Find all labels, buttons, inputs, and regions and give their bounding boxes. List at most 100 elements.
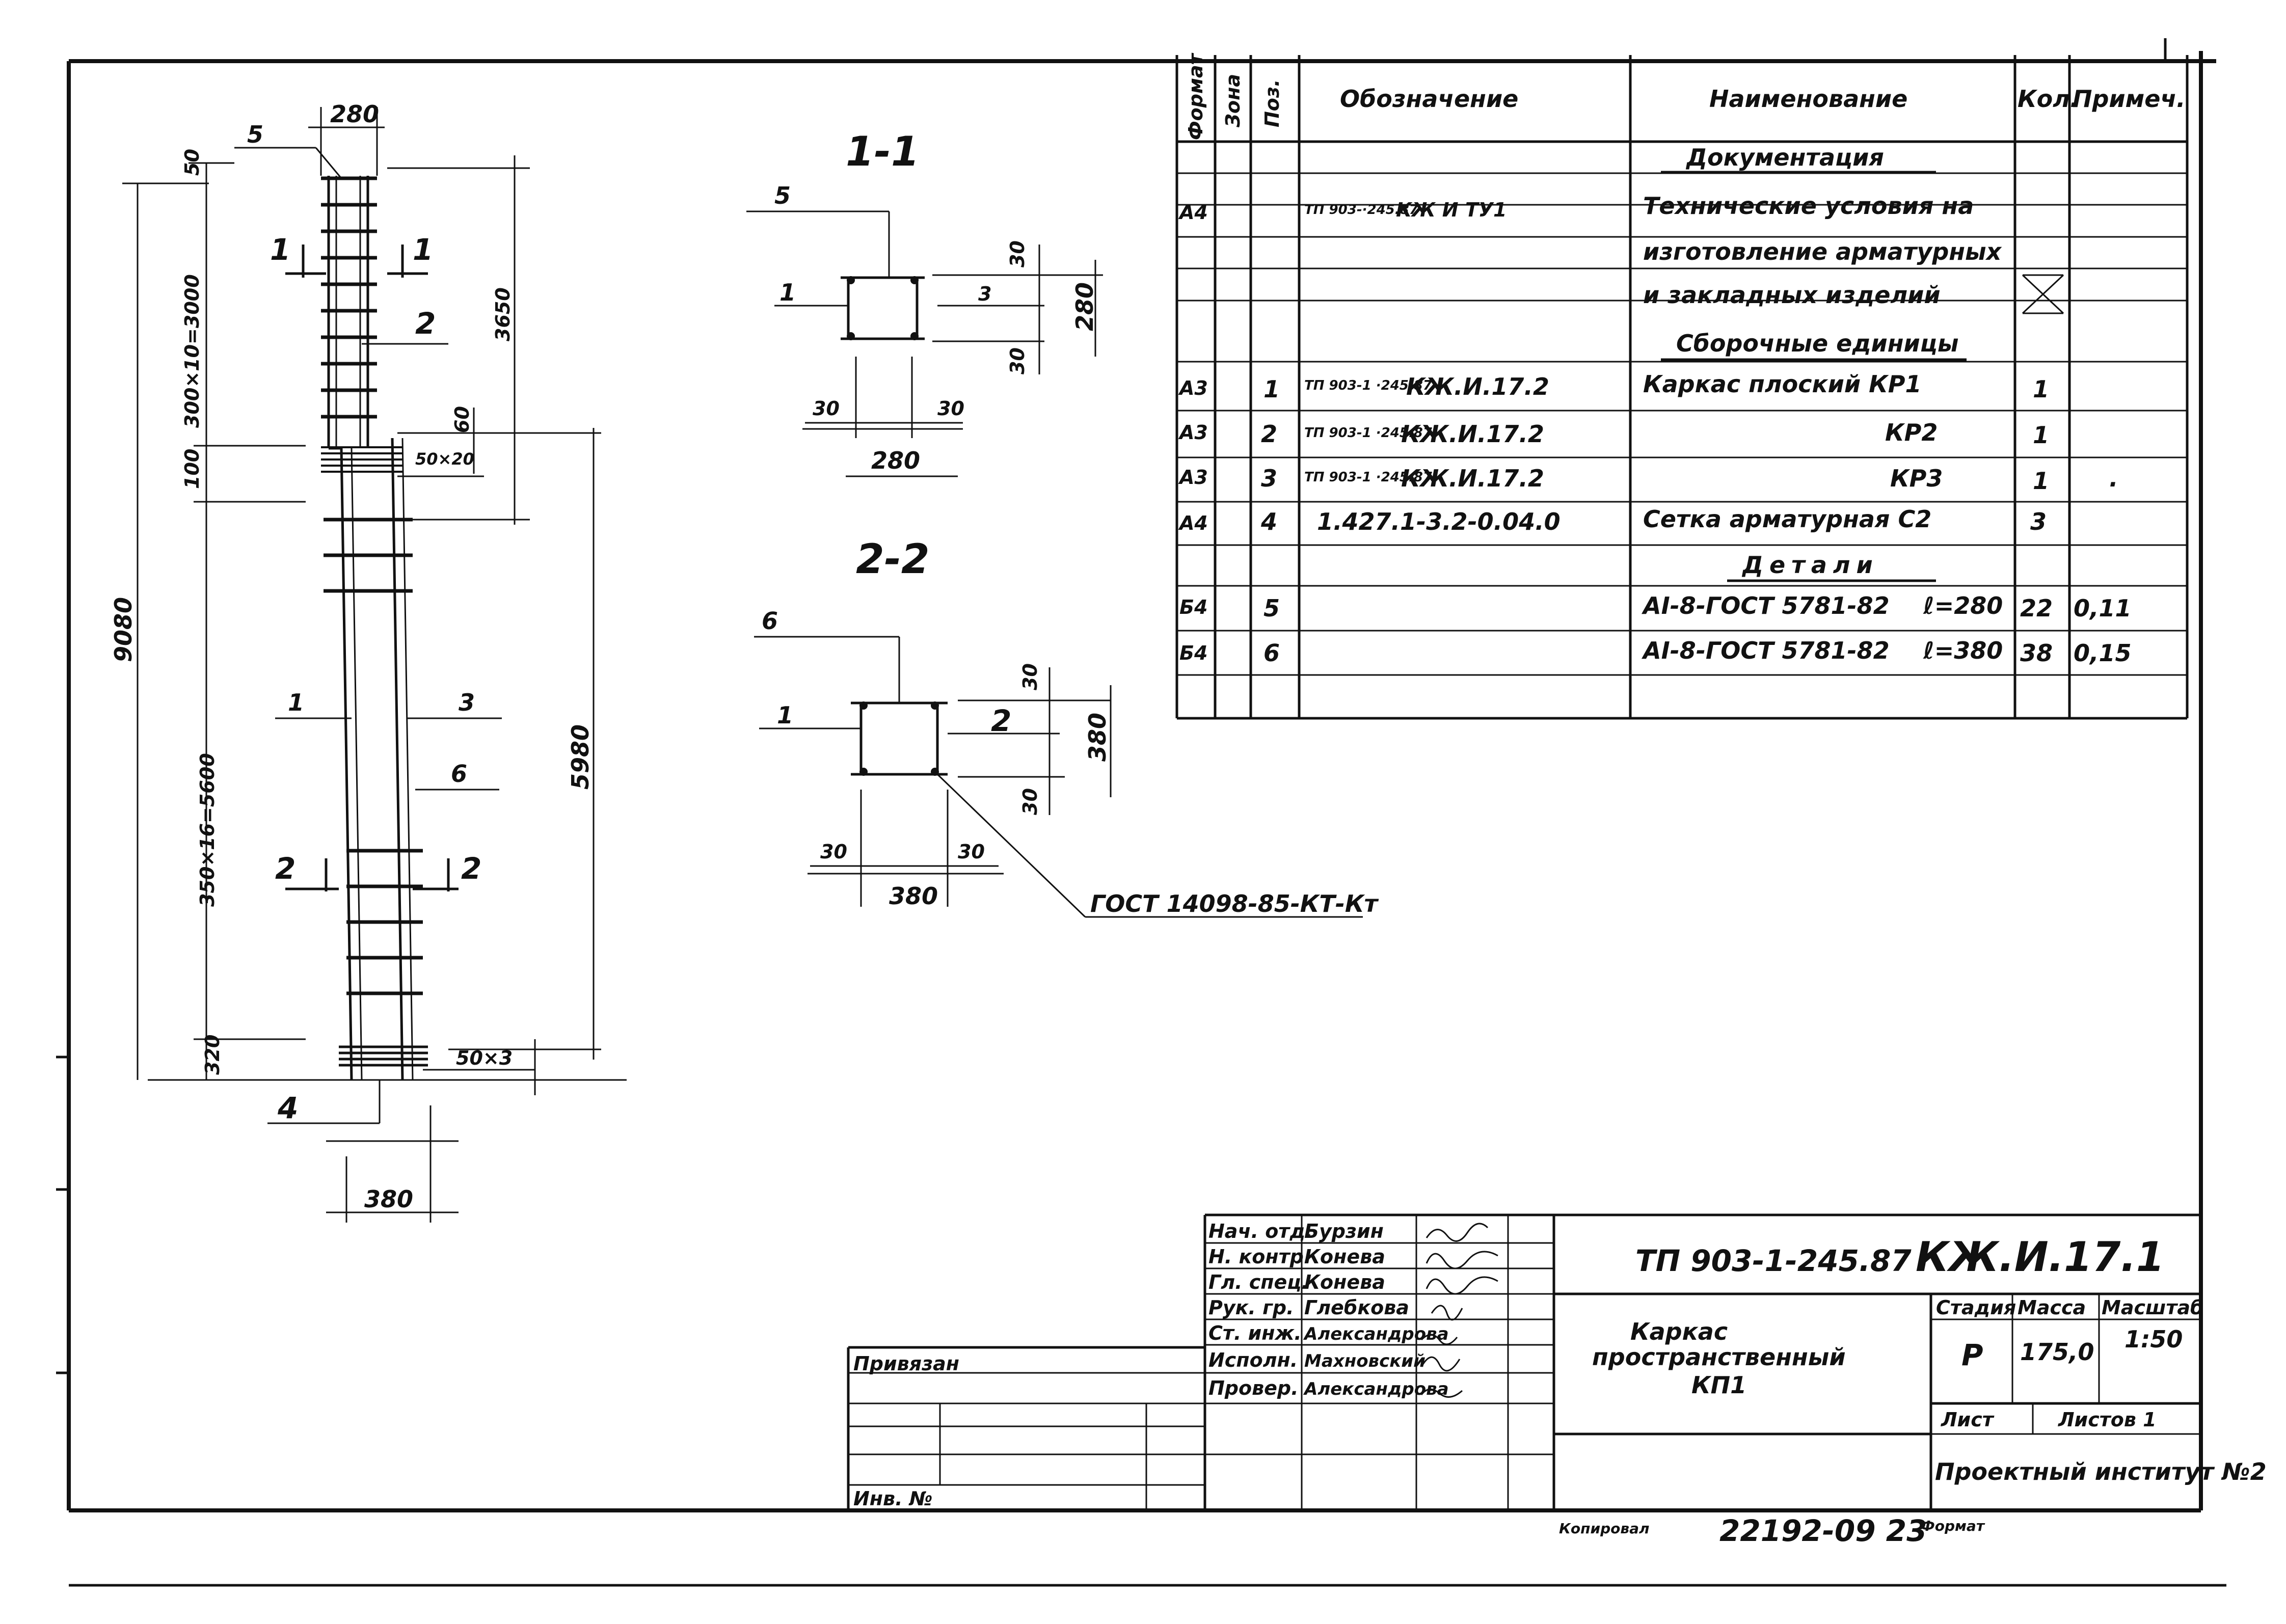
s11-mark-5: 5 xyxy=(774,182,791,209)
header-qty: Кол. xyxy=(2018,85,2079,113)
tb-mass: 175,0 xyxy=(2020,1338,2094,1366)
row-name: Сетка арматурная С2 xyxy=(1643,505,1931,533)
tb-person: Александрова xyxy=(1303,1379,1449,1399)
row-qty: 1 xyxy=(2033,421,2049,449)
tb-inventory-no: Инв. № xyxy=(853,1487,933,1510)
row-note: . xyxy=(2109,465,2118,492)
row-name: АI-8-ГОСТ 5781-82 xyxy=(1642,592,1890,619)
mark-3: 3 xyxy=(459,689,475,716)
section-title-1-1: 1-1 xyxy=(846,128,920,175)
tb-scale: 1:50 xyxy=(2124,1325,2183,1353)
row-pos: 5 xyxy=(1263,594,1280,622)
tb-role: Ст. инж. xyxy=(1208,1322,1302,1344)
row-name: Технические условия на xyxy=(1643,192,1974,220)
tb-person: Бурзин xyxy=(1304,1220,1384,1242)
tb-person: Махновский xyxy=(1304,1351,1426,1371)
elevation-dimensions xyxy=(122,107,627,1223)
cut-mark-1-left: 1 xyxy=(270,232,290,267)
row-pos: 2 xyxy=(1261,420,1277,448)
tb-title-line2: пространственный xyxy=(1592,1343,1846,1371)
cut-mark-1-right: 1 xyxy=(413,232,433,267)
row-qty: 1 xyxy=(2033,375,2049,403)
row-name: КР3 xyxy=(1890,465,1943,492)
tb-stage: Р xyxy=(1961,1338,1983,1372)
tb-title-line1: Каркас xyxy=(1630,1318,1728,1345)
row-format: А3 xyxy=(1178,421,1208,444)
section-2-2 xyxy=(754,636,1363,918)
row-note: 0,15 xyxy=(2074,639,2132,667)
s11-dim-30-left: 30 xyxy=(813,397,840,420)
row-name: изготовление арматурных xyxy=(1643,238,2002,265)
header-format: Формат xyxy=(1185,52,1207,140)
signatures xyxy=(1420,1223,1498,1398)
mark-6: 6 xyxy=(451,760,467,788)
mark-1: 1 xyxy=(288,689,304,716)
row-designation-small: ТП 903-1 ·245.87 xyxy=(1304,425,1433,441)
dim-top-width: 280 xyxy=(330,100,379,128)
dim-bottom-width: 380 xyxy=(364,1185,413,1213)
tb-copied: Копировал xyxy=(1559,1520,1650,1537)
row-qty: 38 xyxy=(2020,639,2053,667)
row-format: А4 xyxy=(1178,512,1208,534)
dim-50: 50 xyxy=(181,149,203,176)
header-zone: Зона xyxy=(1222,74,1244,128)
tb-format: Формат xyxy=(1921,1518,1985,1534)
cut-mark-2-right: 2 xyxy=(461,851,481,886)
header-designation: Обозначение xyxy=(1340,85,1518,113)
dim-60: 60 xyxy=(451,406,473,433)
dim-350x16: 350×16=5600 xyxy=(196,753,219,907)
tb-role: Нач. отд. xyxy=(1208,1220,1312,1242)
dim-320: 320 xyxy=(201,1035,224,1075)
tb-role: Исполн. xyxy=(1208,1349,1298,1371)
row-pos: 4 xyxy=(1260,508,1277,535)
s22-dim-380-v: 380 xyxy=(1084,713,1111,762)
tb-sheets-header: Листов 1 xyxy=(2058,1409,2157,1431)
tb-doc-code: ТП 903-1-245.87 xyxy=(1635,1243,1912,1278)
row-format: Б4 xyxy=(1179,642,1207,664)
s22-dim-2: 2 xyxy=(991,703,1011,738)
row-designation: КЖ.И.17.2 xyxy=(1401,420,1544,448)
row-format: А3 xyxy=(1178,377,1208,399)
tb-linked: Привязан xyxy=(853,1352,959,1375)
tb-role: Провер. xyxy=(1208,1377,1299,1399)
s11-dim-280-h: 280 xyxy=(871,447,920,474)
tb-doc-mark: КЖ.И.17.1 xyxy=(1916,1233,2164,1281)
dim-50x3: 50×3 xyxy=(456,1047,513,1069)
specification-table xyxy=(1175,55,2189,720)
row-designation: 1.427.1-3.2-0.04.0 xyxy=(1317,508,1561,535)
row-pos: 3 xyxy=(1261,465,1277,492)
dim-50x20: 50×20 xyxy=(415,449,474,469)
row-qty: 22 xyxy=(2020,594,2053,622)
tb-stage-header: Стадия xyxy=(1936,1296,2016,1319)
mark-5: 5 xyxy=(247,121,263,148)
tb-person: Конева xyxy=(1304,1271,1385,1293)
cut-mark-2-left: 2 xyxy=(275,851,295,886)
s22-mark-6: 6 xyxy=(762,607,778,635)
row-name: АI-8-ГОСТ 5781-82 xyxy=(1642,637,1890,664)
dim-3650: 3650 xyxy=(492,287,514,341)
row-format: А4 xyxy=(1178,201,1208,224)
row-designation: КЖ И ТУ1 xyxy=(1396,199,1507,221)
s22-dim-380-h: 380 xyxy=(889,882,938,910)
row-designation: КЖ.И.17.2 xyxy=(1401,465,1544,492)
header-note: Примеч. xyxy=(2073,85,2186,113)
s22-mark-1: 1 xyxy=(777,701,793,729)
title-block xyxy=(847,1213,2201,1510)
tb-copy-code: 22192-09 23 xyxy=(1719,1513,1927,1548)
row-qty: 3 xyxy=(2030,508,2047,535)
row-pos: 6 xyxy=(1263,639,1280,667)
row-designation: КЖ.И.17.2 xyxy=(1406,373,1549,400)
row-designation-small: ТП 903-1 ·245.87 xyxy=(1304,378,1433,393)
mark-4: 4 xyxy=(277,1091,298,1125)
s11-mark-1: 1 xyxy=(779,279,796,306)
section-assemblies: Сборочные единицы xyxy=(1676,330,1958,357)
s22-dim-30-bottom: 30 xyxy=(1019,788,1041,815)
header-pos: Поз. xyxy=(1261,79,1283,127)
row-name: и закладных изделий xyxy=(1643,281,1941,309)
row-format: Б4 xyxy=(1179,596,1207,618)
section-1-1 xyxy=(746,210,1103,438)
row-name: Каркас плоский КР1 xyxy=(1643,370,1921,398)
row-pos: 1 xyxy=(1263,375,1280,403)
tb-sheet-header: Лист xyxy=(1941,1409,1995,1431)
section-documentation: Документация xyxy=(1685,144,1884,171)
